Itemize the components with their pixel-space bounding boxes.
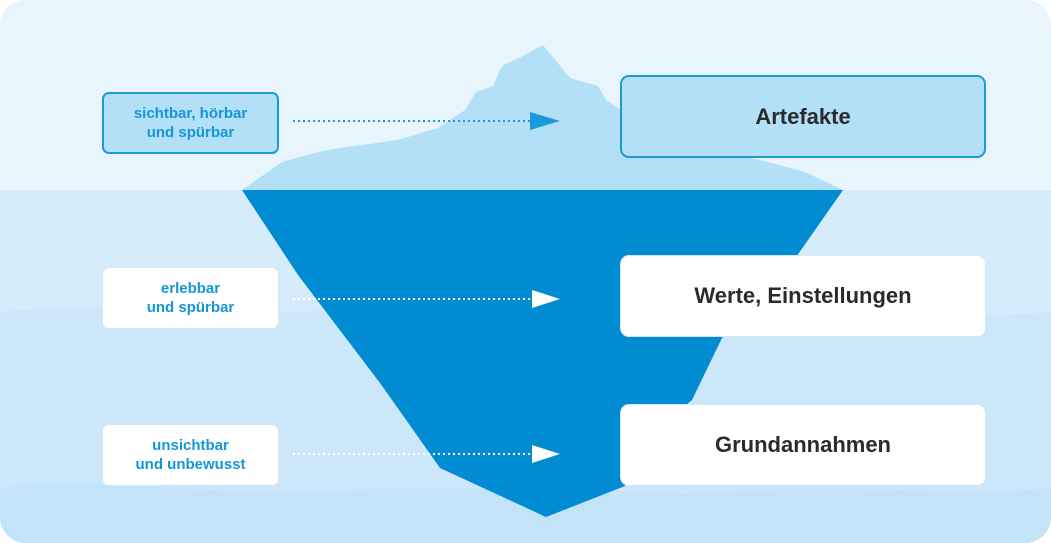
water-wave-deep bbox=[0, 484, 1051, 543]
layer-box-grundannahmen: Grundannahmen bbox=[620, 404, 986, 486]
arrow-head bbox=[532, 290, 560, 308]
arrow-head bbox=[530, 112, 560, 130]
observation-label-artefakte: sichtbar, hörbar und spürbar bbox=[102, 92, 279, 154]
arrow-head bbox=[532, 445, 560, 463]
arrow-grundannahmen bbox=[293, 445, 560, 463]
observation-label-werte: erlebbar und spürbar bbox=[102, 267, 279, 329]
observation-label-grundannahmen: unsichtbar und unbewusst bbox=[102, 424, 279, 486]
layer-box-werte: Werte, Einstellungen bbox=[620, 255, 986, 337]
arrow-werte bbox=[293, 290, 560, 308]
layer-box-artefakte: Artefakte bbox=[620, 75, 986, 158]
arrow-artefakte bbox=[293, 112, 560, 130]
